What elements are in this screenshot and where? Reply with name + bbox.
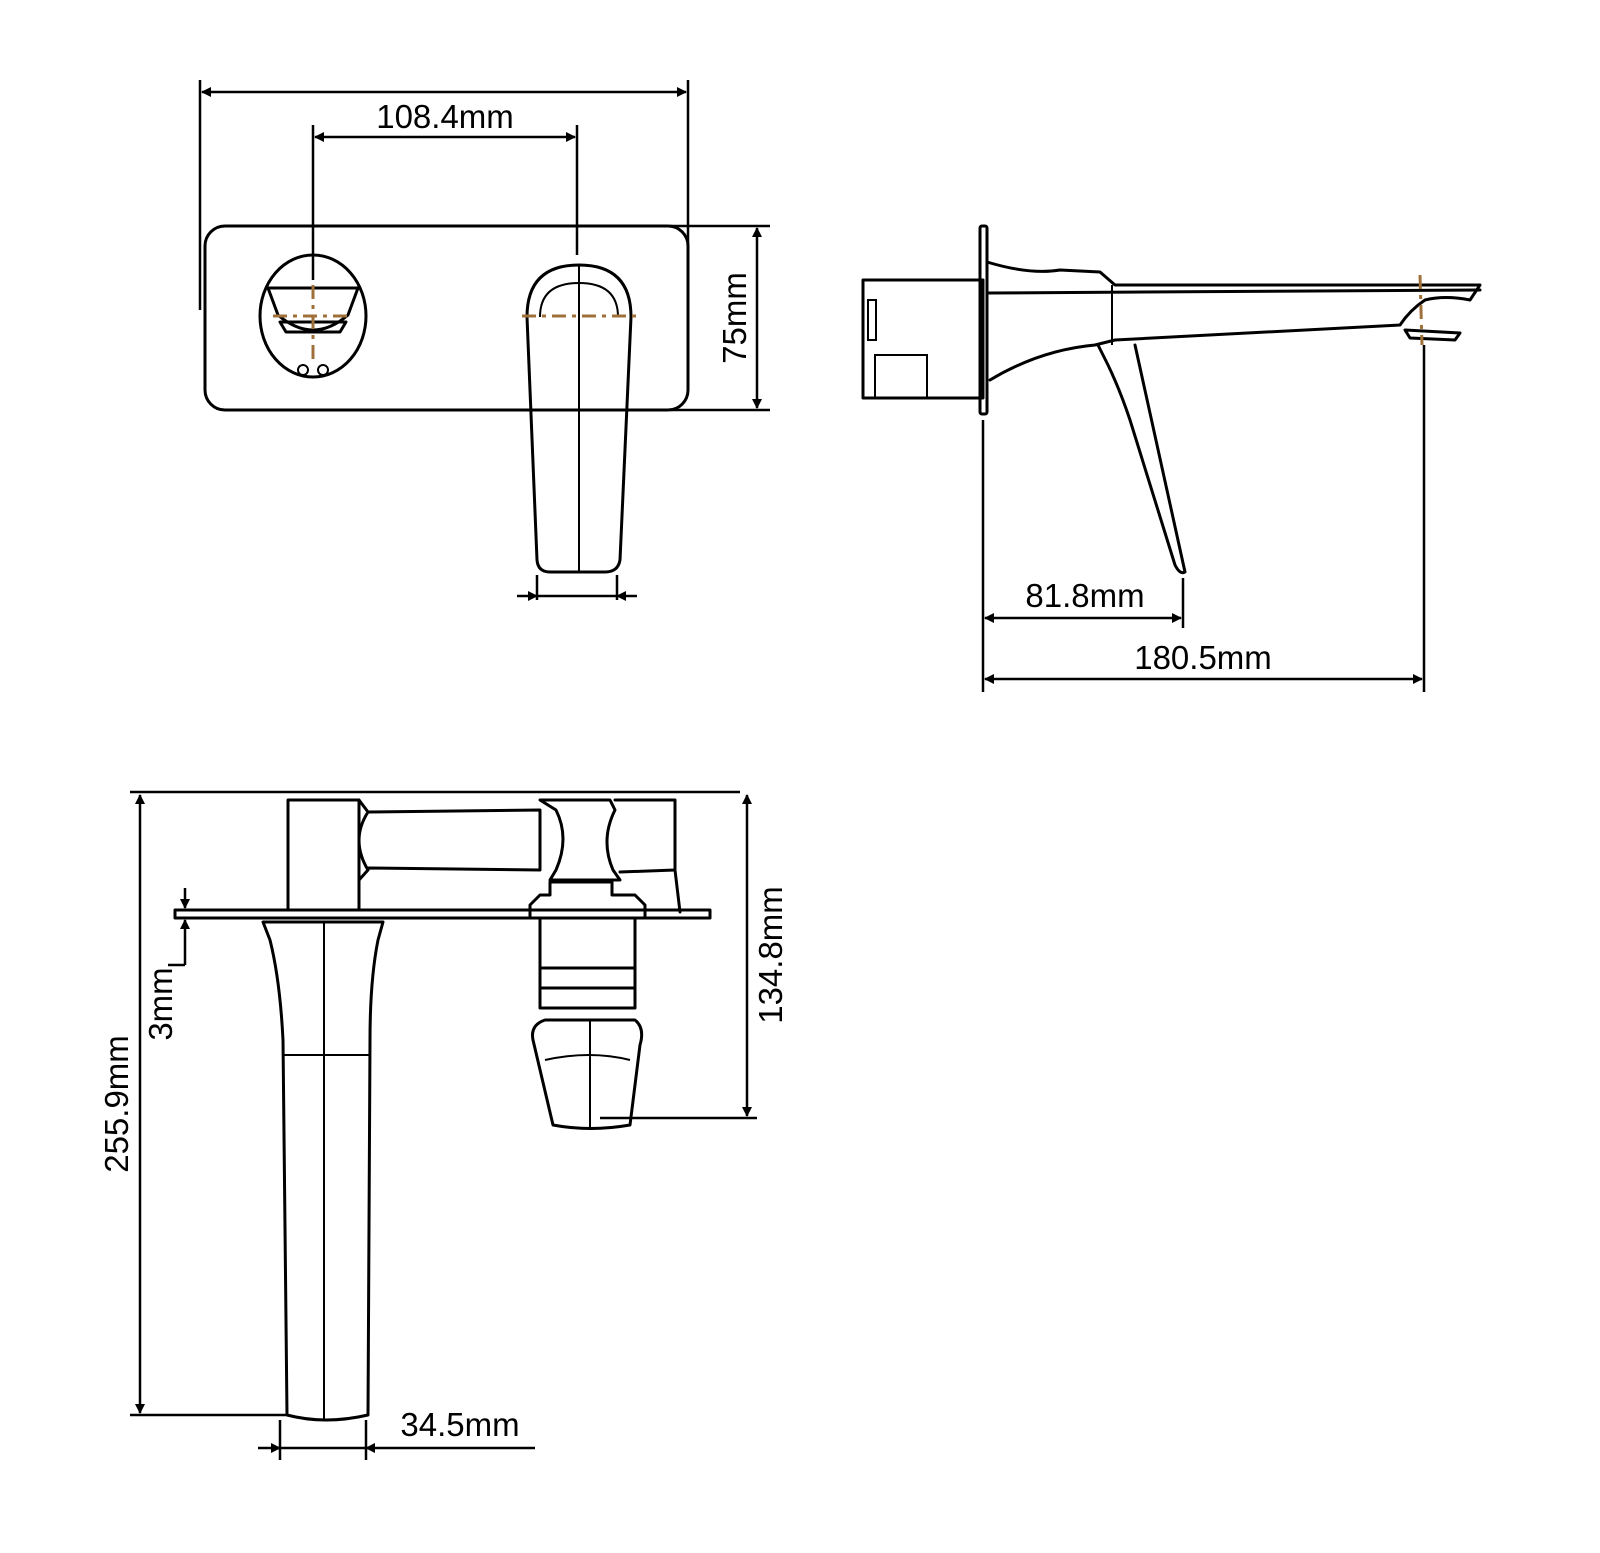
dim-height-label: 75mm <box>716 272 753 364</box>
valve-body-top <box>286 798 361 912</box>
connector-pipe <box>357 798 542 882</box>
valve-box <box>861 278 985 400</box>
diverter-cup <box>266 286 360 334</box>
cartridge <box>538 916 637 1010</box>
knob <box>531 1018 644 1130</box>
side-view: 81.8mm 180.5mm <box>861 224 1482 692</box>
dim-lever-reach-label: 81.8mm <box>1025 577 1144 614</box>
spout-side <box>985 260 1482 382</box>
dim-spout-reach-label: 180.5mm <box>1134 639 1272 676</box>
wall-plate-top <box>173 908 712 920</box>
wall-plate <box>203 224 690 412</box>
dim-plate-thickness-label: 3mm <box>142 967 179 1040</box>
spout-top <box>261 920 385 1422</box>
dim-body-depth-label: 134.8mm <box>752 886 789 1024</box>
top-view: 255.9mm 3mm 134.8mm 34.5mm <box>98 790 789 1460</box>
lever-side <box>1096 343 1187 575</box>
dim-total-depth-label: 255.9mm <box>98 1035 135 1173</box>
wall-plate-side <box>978 224 989 416</box>
screw-icon <box>317 364 329 376</box>
dim-spacing-label: 108.4mm <box>376 98 514 135</box>
screw-icon <box>297 364 309 376</box>
dim-spout-width-label: 34.5mm <box>400 1406 519 1443</box>
handle <box>525 263 633 574</box>
front-view: 108.4mm 75mm <box>198 80 770 601</box>
